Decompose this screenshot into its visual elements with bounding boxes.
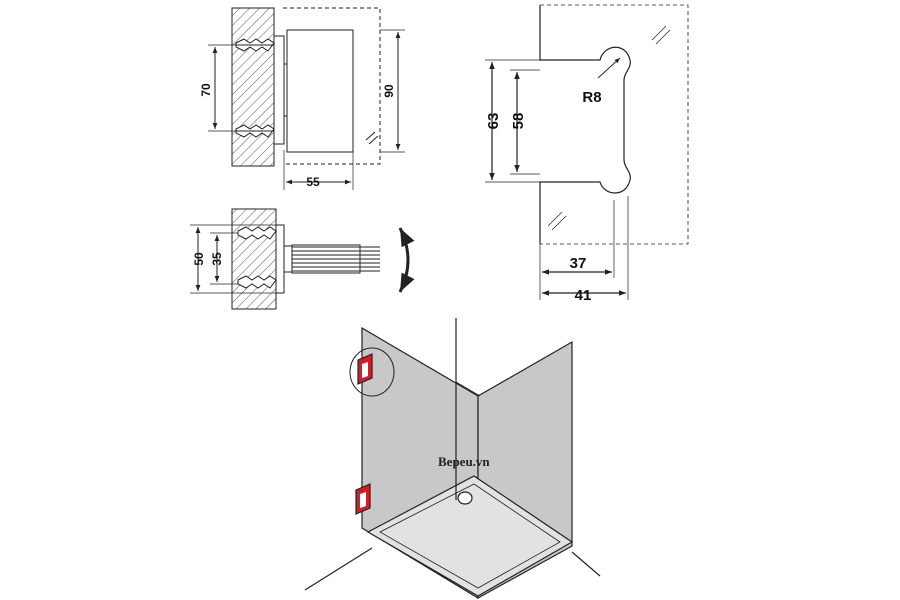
dim-label-70: 70 (199, 83, 213, 97)
dim-label-r8: R8 (582, 89, 601, 106)
shower-enclosure-illustration (304, 318, 601, 600)
side-hinge-block (283, 245, 293, 273)
front-view-drawing (208, 7, 405, 190)
watermark: Bepeu.vn (438, 454, 490, 469)
dim-label-35: 35 (210, 252, 224, 266)
dim-label-58: 58 (510, 113, 527, 130)
wall-section-side (231, 208, 277, 310)
wall-section (231, 7, 275, 167)
dim-label-55: 55 (306, 175, 320, 189)
wall-plate (273, 35, 285, 145)
glass-cutout-drawing (485, 4, 689, 300)
dim-label-63: 63 (485, 113, 502, 130)
hinge-top-marker (349, 347, 395, 397)
screw-side-top (237, 226, 277, 240)
dim-label-50: 50 (192, 252, 206, 266)
hinge-bottom-marker (355, 483, 371, 515)
dim-label-90: 90 (382, 84, 396, 98)
screw-bottom (235, 124, 284, 138)
side-wall-plate (275, 224, 285, 294)
glass-cutout-outline (539, 5, 631, 244)
glass-panel-dashed (283, 7, 381, 165)
dim-label-37: 37 (570, 255, 587, 272)
glass-dashed-edge (540, 4, 689, 245)
screw-side-bottom (237, 275, 277, 289)
drain (457, 491, 473, 505)
shower-tray (366, 475, 574, 597)
rotation-arrow (398, 227, 415, 293)
screw-top (235, 38, 284, 52)
dim-label-41: 41 (575, 287, 592, 304)
side-view-drawing (190, 208, 415, 310)
glass-plate (286, 29, 354, 153)
